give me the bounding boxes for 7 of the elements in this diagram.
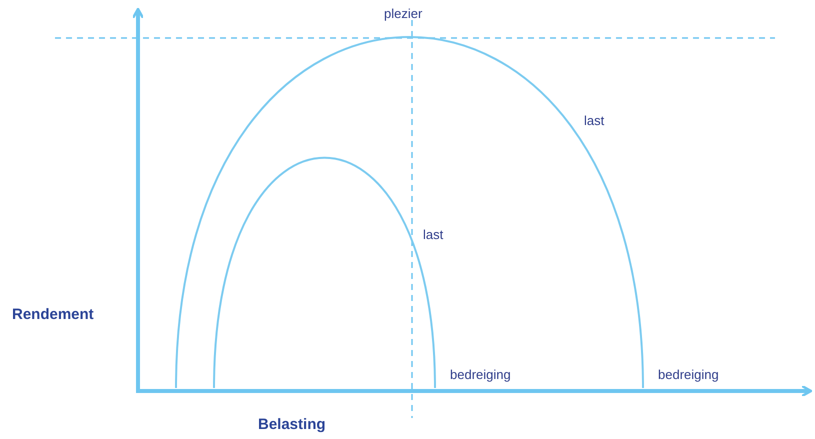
axis-label: Rendement (12, 307, 94, 323)
curve-label: bedreiging (450, 367, 511, 383)
curve-label: plezier (384, 6, 422, 22)
curve-label: last (423, 227, 444, 243)
axis-label: Belasting (258, 417, 326, 433)
curve-label: last (584, 113, 604, 129)
curve-label: bedreiging (658, 367, 719, 383)
